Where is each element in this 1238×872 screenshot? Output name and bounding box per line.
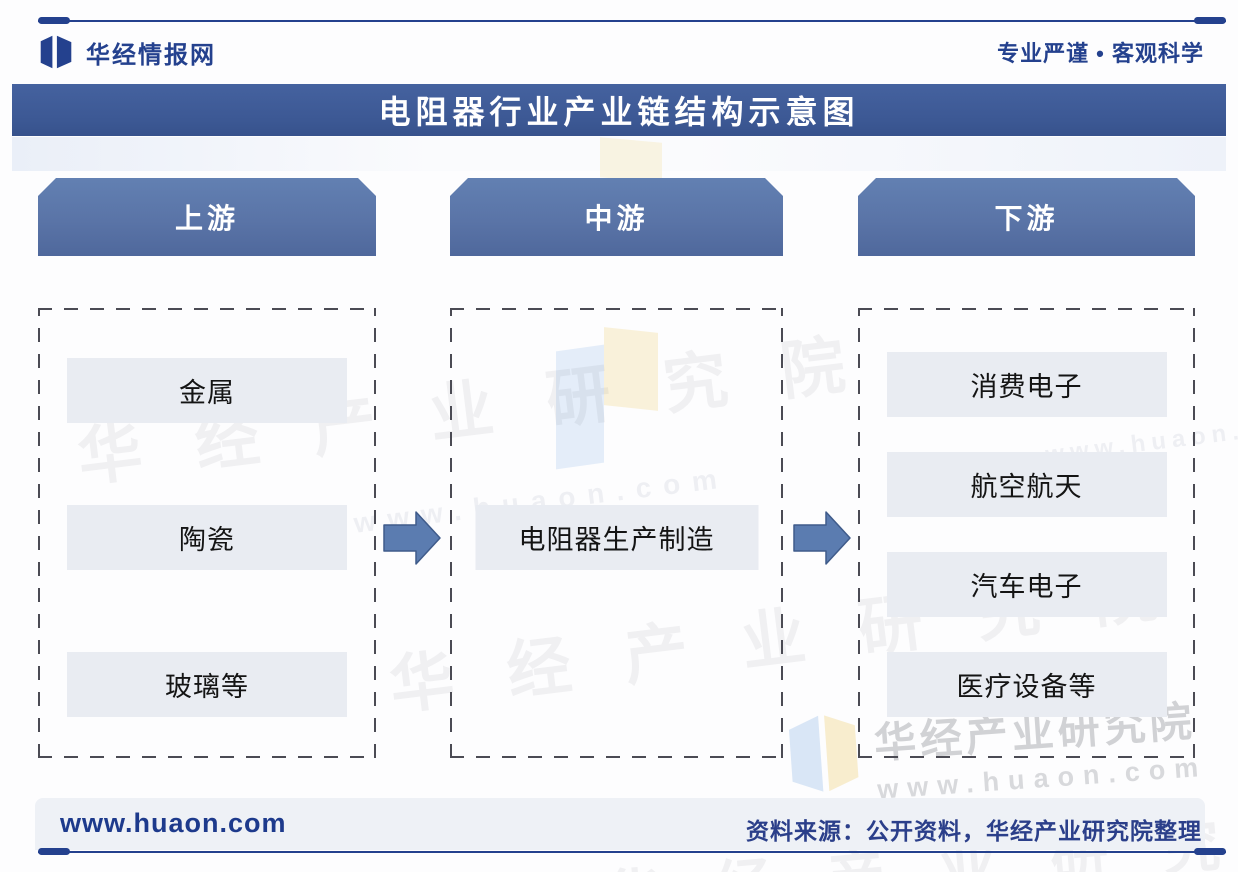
column-header-upstream: 上游 [38, 178, 376, 256]
column-downstream: 下游 消费电子 航空航天 汽车电子 医疗设备等 [858, 178, 1195, 760]
data-source-text: 资料来源：公开资料，华经产业研究院整理 [746, 818, 1202, 844]
bottom-divider-right-cap [1194, 848, 1226, 855]
column-header-midstream: 中游 [450, 178, 783, 256]
node-aerospace: 航空航天 [886, 452, 1167, 517]
node-consumer-electronics: 消费电子 [886, 352, 1167, 417]
brand-header: 华经情报网 专业严谨 • 客观科学 [38, 30, 1204, 74]
top-divider-line [38, 20, 1226, 22]
column-midstream: 中游 电阻器生产制造 [450, 178, 783, 760]
right-block-arrow-icon [793, 511, 851, 565]
top-divider-right-cap [1194, 17, 1226, 24]
open-book-flag-icon [40, 35, 72, 69]
node-resistor-manufacturing: 电阻器生产制造 [475, 505, 758, 570]
upstream-dashed-box: 金属 陶瓷 玻璃等 [38, 308, 376, 758]
node-metal: 金属 [67, 358, 347, 423]
right-block-arrow-icon [383, 511, 441, 565]
website-url: www.huaon.com [60, 808, 287, 838]
node-medical-equipment: 医疗设备等 [886, 652, 1167, 717]
footer-band [35, 798, 1205, 850]
downstream-dashed-box: 消费电子 航空航天 汽车电子 医疗设备等 [858, 308, 1195, 758]
node-glass: 玻璃等 [67, 652, 347, 717]
bottom-divider-left-cap [38, 848, 70, 855]
bottom-divider-line [38, 851, 1226, 853]
page-title: 电阻器行业产业链结构示意图 [378, 94, 860, 130]
node-automotive-electronics: 汽车电子 [886, 552, 1167, 617]
slogan-text: 专业严谨 • 客观科学 [997, 41, 1204, 66]
top-divider-left-cap [38, 17, 70, 24]
logo-text: 华经情报网 [86, 41, 216, 69]
column-upstream: 上游 金属 陶瓷 玻璃等 [38, 178, 376, 760]
midstream-dashed-box: 电阻器生产制造 [450, 308, 783, 758]
column-header-downstream: 下游 [858, 178, 1195, 256]
logo: 华经情报网 [38, 32, 216, 72]
node-ceramic: 陶瓷 [67, 505, 347, 570]
title-bar: 电阻器行业产业链结构示意图 [12, 84, 1226, 136]
